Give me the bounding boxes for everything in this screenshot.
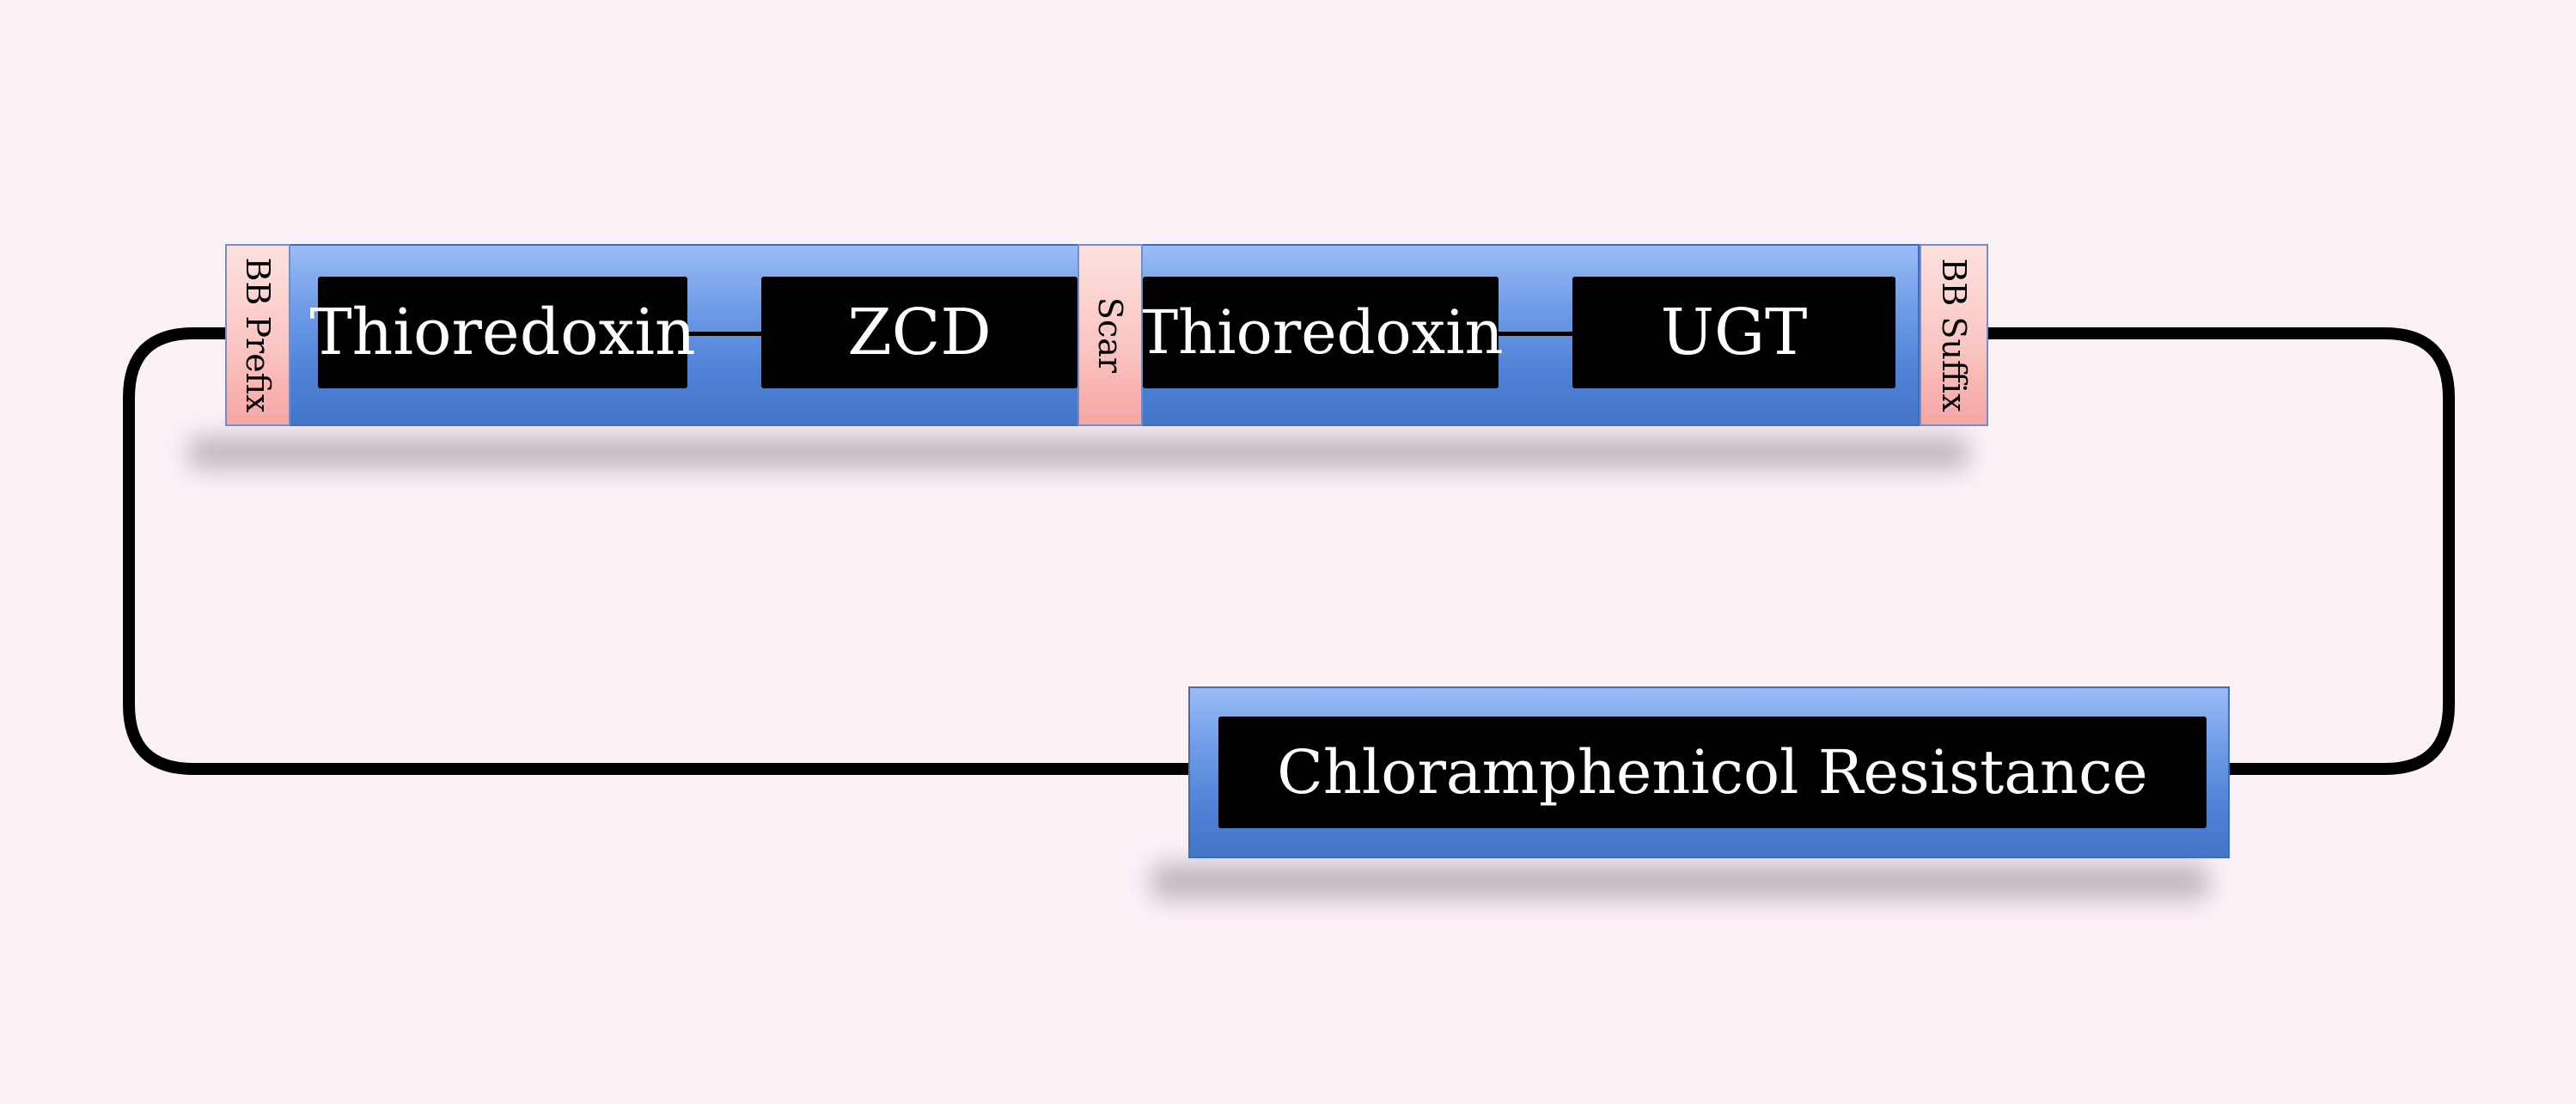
loop-left-line bbox=[123, 327, 1194, 775]
bb-prefix-site: BB Prefix bbox=[225, 244, 290, 426]
linker-2 bbox=[1497, 332, 1574, 336]
gene-ugt: UGT bbox=[1572, 277, 1895, 388]
gene-zcd: ZCD bbox=[761, 277, 1077, 388]
loop-right-line bbox=[1985, 327, 2455, 775]
gene-thioredoxin-2: Thioredoxin bbox=[1138, 277, 1504, 388]
gene-label: ZCD bbox=[847, 296, 992, 369]
gene-label: Thioredoxin bbox=[309, 296, 696, 369]
linker-1 bbox=[686, 332, 763, 336]
bb-suffix-label: BB Suffix bbox=[1935, 258, 1973, 412]
gene-label: UGT bbox=[1660, 296, 1808, 369]
marker-shadow bbox=[1151, 863, 2208, 900]
gene-label: Thioredoxin bbox=[1138, 297, 1504, 368]
gene-label: Chloramphenicol Resistance bbox=[1277, 737, 2148, 808]
scar-site: Scar bbox=[1077, 244, 1143, 426]
bb-suffix-site: BB Suffix bbox=[1920, 244, 1988, 426]
bb-prefix-label: BB Prefix bbox=[239, 257, 277, 413]
gene-thioredoxin-1: Thioredoxin bbox=[309, 277, 696, 388]
gene-chloramphenicol-resistance: Chloramphenicol Resistance bbox=[1218, 717, 2207, 828]
construct-shadow bbox=[189, 436, 1968, 469]
scar-label: Scar bbox=[1091, 296, 1129, 374]
